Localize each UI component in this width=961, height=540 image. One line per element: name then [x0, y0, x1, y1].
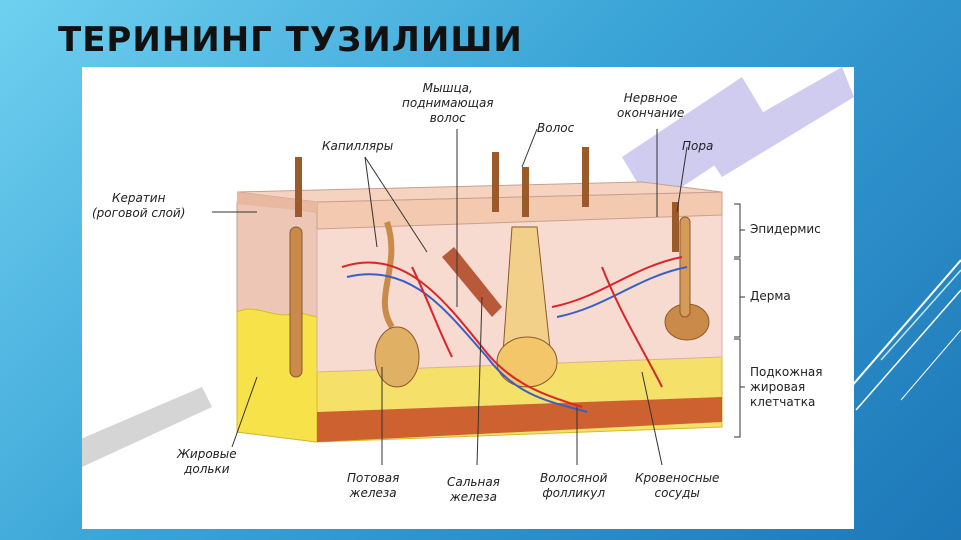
fat-label-line1: Жировые: [177, 447, 237, 461]
label-leader-lines: [212, 128, 688, 466]
blood-vessels: [341, 256, 688, 413]
muscle-label-line2: поднимающая: [402, 96, 494, 110]
subcut-label-line1: Подкожная: [750, 365, 823, 379]
subcutaneous-fat-label: Подкожная жировая клетчатка: [750, 365, 822, 410]
pore-label: Пора: [682, 139, 714, 153]
skin-cross-section: [82, 67, 854, 467]
skin-diagram-panel: Мышца, поднимающая волос Волос Нервное о…: [82, 67, 854, 529]
fat-lobules-label: Жировые дольки: [177, 447, 237, 477]
nerve-label-line2: окончание: [617, 106, 685, 120]
layer-brackets: [734, 203, 745, 438]
muscle-label-line3: волос: [429, 111, 466, 125]
vessels-label-line2: сосуды: [654, 486, 700, 500]
subcut-label-line2: жировая: [750, 380, 806, 394]
hair-follicle-label: Волосяной фолликул: [540, 471, 607, 501]
muscle-label-line1: Мышца,: [422, 81, 473, 95]
nerve-label-line1: Нервное: [623, 91, 678, 105]
keratin-label-line2: (роговой слой): [92, 206, 186, 220]
capillaries-label: Капилляры: [322, 139, 394, 153]
fat-label-line2: дольки: [184, 462, 230, 476]
follicle-label-line1: Волосяной: [540, 471, 608, 485]
sweat-label-line2: железа: [349, 486, 397, 500]
hair-label: Волос: [537, 121, 575, 135]
sebaceous-label-line2: железа: [449, 490, 497, 504]
sebaceous-label-line1: Сальная: [447, 475, 500, 489]
slide-title: ТЕРИНИНГ ТУЗИЛИШИ: [58, 20, 523, 60]
muscle-label: Мышца, поднимающая волос: [402, 81, 494, 126]
nerve-ending-label: Нервное окончание: [617, 91, 684, 121]
keratin-label: Кератин (роговой слой): [92, 191, 185, 221]
follicle-label-line2: фолликул: [542, 486, 606, 500]
keratin-label-line1: Кератин: [111, 191, 166, 205]
subcut-label-line3: клетчатка: [750, 395, 816, 409]
sweat-gland: [374, 221, 420, 388]
sweat-label-line1: Потовая: [347, 471, 400, 485]
sebaceous-gland-label: Сальная железа: [447, 475, 500, 505]
hair-shafts: [295, 147, 679, 252]
sweat-gland-label: Потовая железа: [347, 471, 399, 501]
epidermis-label: Эпидермис: [750, 222, 821, 236]
blood-vessels-label: Кровеносные сосуды: [635, 471, 719, 501]
vessels-label-line1: Кровеносные: [635, 471, 720, 485]
dermis-label: Дерма: [750, 289, 791, 303]
